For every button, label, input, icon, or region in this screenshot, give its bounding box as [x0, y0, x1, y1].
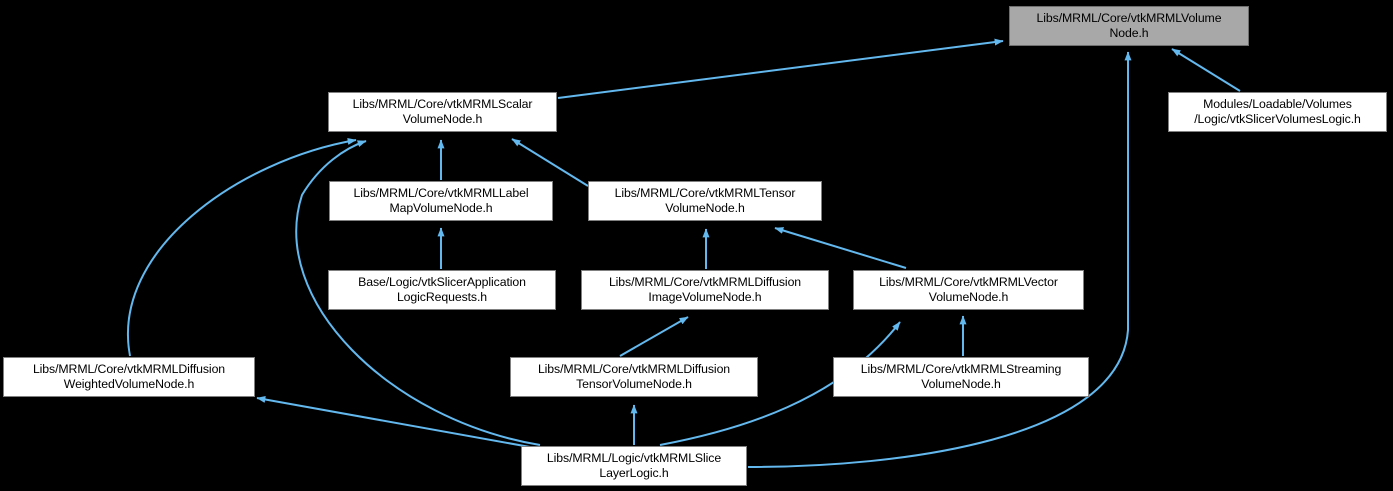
graph-edge-vector-to-tensor [774, 227, 907, 269]
graph-node-label: Libs/MRML/Core/vtkMRMLDiffusion TensorVo… [537, 362, 731, 391]
graph-edge-scalar-to-volume [557, 38, 1004, 99]
graph-node-label: Libs/MRML/Core/vtkMRMLScalar VolumeNode.… [352, 97, 533, 126]
graph-node-label: Libs/MRML/Core/vtkMRMLDiffusion ImageVol… [608, 275, 802, 304]
graph-node-difftensor[interactable]: Libs/MRML/Core/vtkMRMLDiffusion TensorVo… [510, 357, 758, 397]
graph-edge-slicelayer-to-diffweighted [256, 396, 531, 448]
graph-node-label: Base/Logic/vtkSlicerApplication LogicReq… [358, 275, 526, 304]
graph-node-label: Libs/MRML/Core/vtkMRMLStreaming VolumeNo… [860, 362, 1062, 391]
graph-node-diffweighted[interactable]: Libs/MRML/Core/vtkMRMLDiffusion Weighted… [3, 357, 255, 397]
graph-edge-difftensor-to-diffimage [619, 316, 689, 357]
graph-node-label: Libs/MRML/Core/vtkMRMLLabel MapVolumeNod… [353, 186, 529, 215]
graph-edge-slicelayer-to-volume [747, 51, 1132, 468]
graph-node-label: Libs/MRML/Core/vtkMRMLDiffusion Weighted… [32, 362, 226, 391]
graph-node-streaming[interactable]: Libs/MRML/Core/vtkMRMLStreaming VolumeNo… [833, 357, 1089, 397]
graph-node-label: Modules/Loadable/Volumes /Logic/vtkSlice… [1194, 97, 1361, 126]
graph-node-diffimage[interactable]: Libs/MRML/Core/vtkMRMLDiffusion ImageVol… [581, 270, 829, 310]
graph-node-labelmap[interactable]: Libs/MRML/Core/vtkMRMLLabel MapVolumeNod… [329, 181, 553, 221]
graph-edge-diffweighted-to-scalar [127, 137, 357, 357]
graph-node-label: Libs/MRML/Core/vtkMRMLTensor VolumeNode.… [614, 186, 796, 215]
graph-node-applogic[interactable]: Base/Logic/vtkSlicerApplication LogicReq… [328, 270, 556, 310]
graph-node-tensor[interactable]: Libs/MRML/Core/vtkMRMLTensor VolumeNode.… [588, 181, 822, 221]
graph-node-scalar[interactable]: Libs/MRML/Core/vtkMRMLScalar VolumeNode.… [328, 92, 557, 132]
graph-edge-slicelayer-to-scalar [295, 140, 541, 446]
graph-edge-slicelayer-to-vector [659, 321, 901, 446]
graph-edge-tensor-to-scalar [511, 138, 589, 187]
graph-node-label: Libs/MRML/Logic/vtkMRMLSlice LayerLogic.… [546, 451, 722, 480]
graph-node-volume[interactable]: Libs/MRML/Core/vtkMRMLVolume Node.h [1009, 6, 1249, 46]
graph-edge-volumeslogic-to-volume [1171, 48, 1241, 92]
graph-node-volumeslogic[interactable]: Modules/Loadable/Volumes /Logic/vtkSlice… [1168, 92, 1387, 132]
edges-group [127, 38, 1241, 468]
graph-node-label: Libs/MRML/Core/vtkMRMLVolume Node.h [1036, 11, 1222, 40]
graph-node-slicelayer[interactable]: Libs/MRML/Logic/vtkMRMLSlice LayerLogic.… [521, 446, 747, 486]
graph-node-label: Libs/MRML/Core/vtkMRMLVector VolumeNode.… [879, 275, 1058, 304]
graph-node-vector[interactable]: Libs/MRML/Core/vtkMRMLVector VolumeNode.… [853, 270, 1084, 310]
